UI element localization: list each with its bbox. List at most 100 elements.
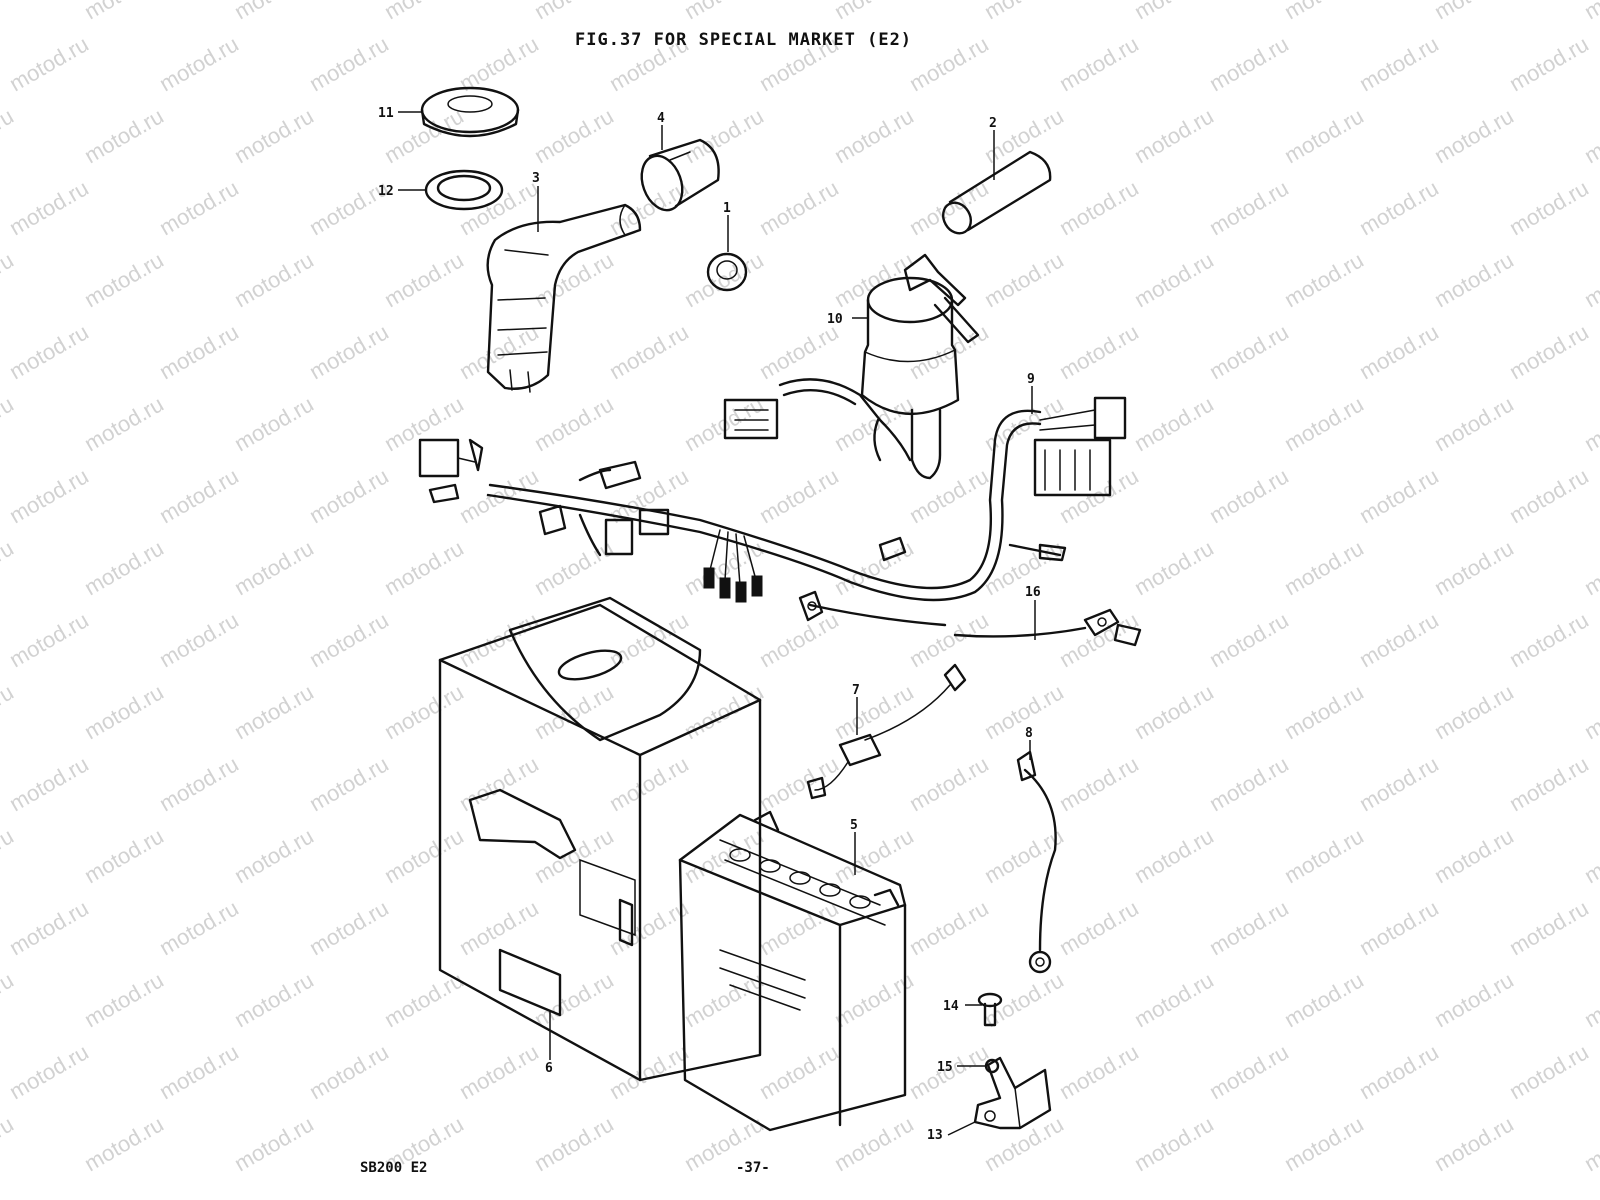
small-ring-part [706, 252, 748, 292]
watermark-text: motod.ru [980, 103, 1068, 168]
model-label: SB200 E2 [360, 1160, 427, 1176]
callout-4: 4 [657, 111, 665, 126]
callout-8: 8 [1025, 726, 1033, 741]
watermark-text: motod.ru [1130, 1111, 1218, 1176]
callout-7: 7 [852, 683, 860, 698]
callout-2: 2 [989, 116, 997, 131]
watermark-text: motod.ru [1355, 175, 1443, 240]
watermark-text: motod.ru [905, 31, 993, 96]
watermark-text: motod.ru [1580, 967, 1600, 1032]
watermark-text: motod.ru [680, 247, 768, 312]
watermark-text: motod.ru [5, 895, 93, 960]
watermark-text: motod.ru [155, 175, 243, 240]
callout-1: 1 [723, 201, 731, 216]
watermark-text: motod.ru [530, 823, 618, 888]
watermark-text: motod.ru [530, 967, 618, 1032]
watermark-text: motod.ru [1430, 0, 1518, 24]
watermark-text: motod.ru [455, 751, 543, 816]
watermark-text: motod.ru [5, 319, 93, 384]
watermark-text: motod.ru [1130, 967, 1218, 1032]
watermark-text: motod.ru [1505, 751, 1593, 816]
watermark-text: motod.ru [1580, 1111, 1600, 1176]
watermark-text: motod.ru [1055, 175, 1143, 240]
watermark-text: motod.ru [680, 967, 768, 1032]
watermark-text: motod.ru [5, 1039, 93, 1104]
watermark-text: motod.ru [905, 751, 993, 816]
watermark-text: motod.ru [1055, 751, 1143, 816]
watermark-text: motod.ru [530, 247, 618, 312]
watermark-text: motod.ru [1430, 679, 1518, 744]
watermark-text: motod.ru [530, 679, 618, 744]
watermark-text: motod.ru [1505, 463, 1593, 528]
watermark-text: motod.ru [1055, 31, 1143, 96]
watermark-text: motod.ru [0, 679, 18, 744]
watermark-text: motod.ru [1430, 247, 1518, 312]
bolt-part [977, 992, 1003, 1027]
watermark-text: motod.ru [980, 0, 1068, 24]
watermark-text: motod.ru [530, 103, 618, 168]
watermark-text: motod.ru [680, 679, 768, 744]
watermark-text: motod.ru [1580, 391, 1600, 456]
watermark-text: motod.ru [755, 607, 843, 672]
lead-wire-part [806, 663, 967, 800]
watermark-text: motod.ru [155, 1039, 243, 1104]
watermark-text: motod.ru [1280, 391, 1368, 456]
watermark-text: motod.ru [980, 247, 1068, 312]
watermark-text: motod.ru [1205, 607, 1293, 672]
callout-15: 15 [937, 1060, 953, 1075]
watermark-text: motod.ru [0, 247, 18, 312]
watermark-text: motod.ru [1430, 823, 1518, 888]
ignition-switch-part [860, 253, 980, 480]
watermark-text: motod.ru [1205, 31, 1293, 96]
callout-12: 12 [378, 184, 394, 199]
watermark-text: motod.ru [5, 175, 93, 240]
watermark-text: motod.ru [755, 175, 843, 240]
watermark-text: motod.ru [1505, 1039, 1593, 1104]
watermark-text: motod.ru [305, 895, 393, 960]
watermark-text: motod.ru [1580, 679, 1600, 744]
watermark-text: motod.ru [80, 823, 168, 888]
watermark-text: motod.ru [1280, 247, 1368, 312]
watermark-text: motod.ru [905, 175, 993, 240]
watermark-text: motod.ru [80, 247, 168, 312]
watermark-text: motod.ru [830, 823, 918, 888]
watermark-text: motod.ru [80, 1111, 168, 1176]
cap-part [420, 86, 520, 138]
watermark-text: motod.ru [830, 391, 918, 456]
watermark-text: motod.ru [230, 1111, 318, 1176]
ground-wire-part [1016, 750, 1057, 974]
watermark-text: motod.ru [1355, 463, 1443, 528]
watermark-text: motod.ru [80, 0, 168, 24]
watermark-text: motod.ru [830, 247, 918, 312]
watermark-text: motod.ru [680, 103, 768, 168]
cable-part [798, 590, 1142, 647]
watermark-text: motod.ru [230, 247, 318, 312]
watermark-text: motod.ru [830, 0, 918, 24]
watermark-text: motod.ru [1280, 0, 1368, 24]
watermark-text: motod.ru [1130, 679, 1218, 744]
watermark-text: motod.ru [1355, 751, 1443, 816]
watermark-text: motod.ru [1505, 31, 1593, 96]
watermark-text: motod.ru [380, 679, 468, 744]
watermark-text: motod.ru [755, 895, 843, 960]
watermark-text: motod.ru [1280, 823, 1368, 888]
watermark-text: motod.ru [80, 391, 168, 456]
watermark-text: motod.ru [605, 319, 693, 384]
watermark-text: motod.ru [1580, 247, 1600, 312]
watermark-text: motod.ru [1205, 895, 1293, 960]
watermark-text: motod.ru [0, 391, 18, 456]
page-number: -37- [736, 1160, 770, 1176]
watermark-text: motod.ru [1130, 823, 1218, 888]
watermark-text: motod.ru [1205, 751, 1293, 816]
watermark-text: motod.ru [155, 895, 243, 960]
tube-part [941, 150, 1052, 235]
watermark-text: motod.ru [380, 535, 468, 600]
watermark-text: motod.ru [905, 895, 993, 960]
watermark-text: motod.ru [0, 535, 18, 600]
callout-labels: 11 12 3 4 1 2 10 9 16 7 8 5 6 14 15 13 [378, 106, 1041, 1143]
watermark-text: motod.ru [5, 751, 93, 816]
watermark-text: motod.ru [605, 751, 693, 816]
battery-part [678, 810, 907, 1132]
watermark-text: motod.ru [380, 247, 468, 312]
watermark-text: motod.ru [0, 103, 18, 168]
